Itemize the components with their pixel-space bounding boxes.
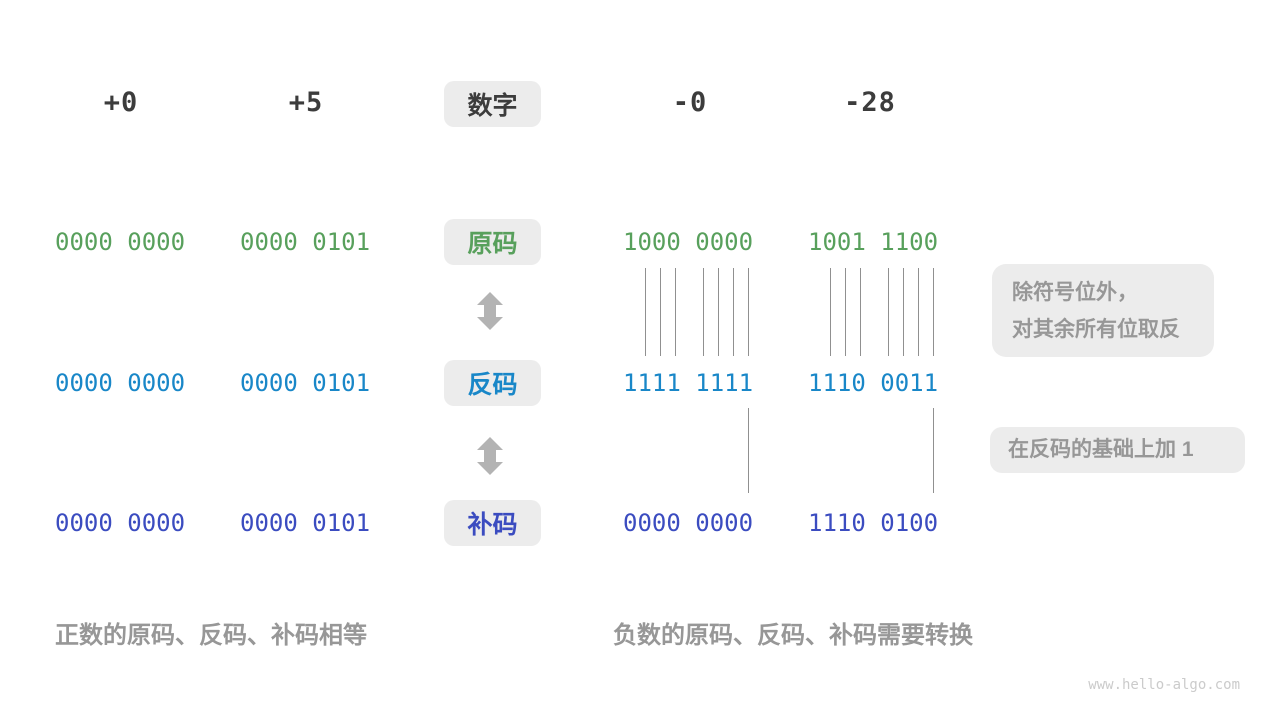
- binary-value: 0000 0101: [240, 369, 371, 397]
- sign-magnitude-badge: 原码: [444, 219, 541, 265]
- invert-annotation-line1: 除符号位外，: [1012, 281, 1138, 304]
- add-one-line-neg28: [933, 408, 934, 493]
- twos-complement-badge: 补码: [444, 500, 541, 546]
- column-header-neg-zero: -0: [672, 87, 708, 118]
- bit-line: [748, 268, 749, 356]
- column-header-pos-zero: +0: [103, 87, 139, 118]
- negative-caption: 负数的原码、反码、补码需要转换: [613, 622, 973, 649]
- add-one-line-neg0: [748, 408, 749, 493]
- bit-line: [645, 268, 646, 356]
- binary-value: 1001 1100: [808, 228, 939, 256]
- bit-line: [733, 268, 734, 356]
- invert-annotation: 除符号位外， 对其余所有位取反: [992, 264, 1214, 357]
- bit-line: [703, 268, 704, 356]
- bit-line: [675, 268, 676, 356]
- bit-line: [903, 268, 904, 356]
- binary-value: 0000 0101: [240, 509, 371, 537]
- invert-annotation-line2: 对其余所有位取反: [1012, 318, 1180, 341]
- binary-value: 0000 0000: [55, 228, 186, 256]
- bit-line: [660, 268, 661, 356]
- positive-caption: 正数的原码、反码、补码相等: [55, 622, 367, 649]
- watermark: www.hello-algo.com: [1088, 677, 1240, 693]
- binary-value: 0000 0101: [240, 228, 371, 256]
- binary-value: 0000 0000: [55, 369, 186, 397]
- add-one-annotation: 在反码的基础上加 1: [990, 427, 1245, 473]
- bit-line: [888, 268, 889, 356]
- binary-value: 1000 0000: [623, 228, 754, 256]
- bit-line: [845, 268, 846, 356]
- column-header-pos-five: +5: [288, 87, 324, 118]
- binary-value: 1110 0011: [808, 369, 939, 397]
- binary-value: 0000 0000: [55, 509, 186, 537]
- bit-line: [718, 268, 719, 356]
- bit-line: [860, 268, 861, 356]
- double-arrow-up-down-icon: [477, 437, 503, 475]
- bit-line: [830, 268, 831, 356]
- binary-value: 0000 0000: [623, 509, 754, 537]
- column-header-neg-28: -28: [844, 87, 896, 118]
- double-arrow-up-down-icon: [477, 292, 503, 330]
- binary-value: 1110 0100: [808, 509, 939, 537]
- number-badge: 数字: [444, 81, 541, 127]
- ones-complement-badge: 反码: [444, 360, 541, 406]
- bit-line: [933, 268, 934, 356]
- bit-line: [918, 268, 919, 356]
- binary-value: 1111 1111: [623, 369, 754, 397]
